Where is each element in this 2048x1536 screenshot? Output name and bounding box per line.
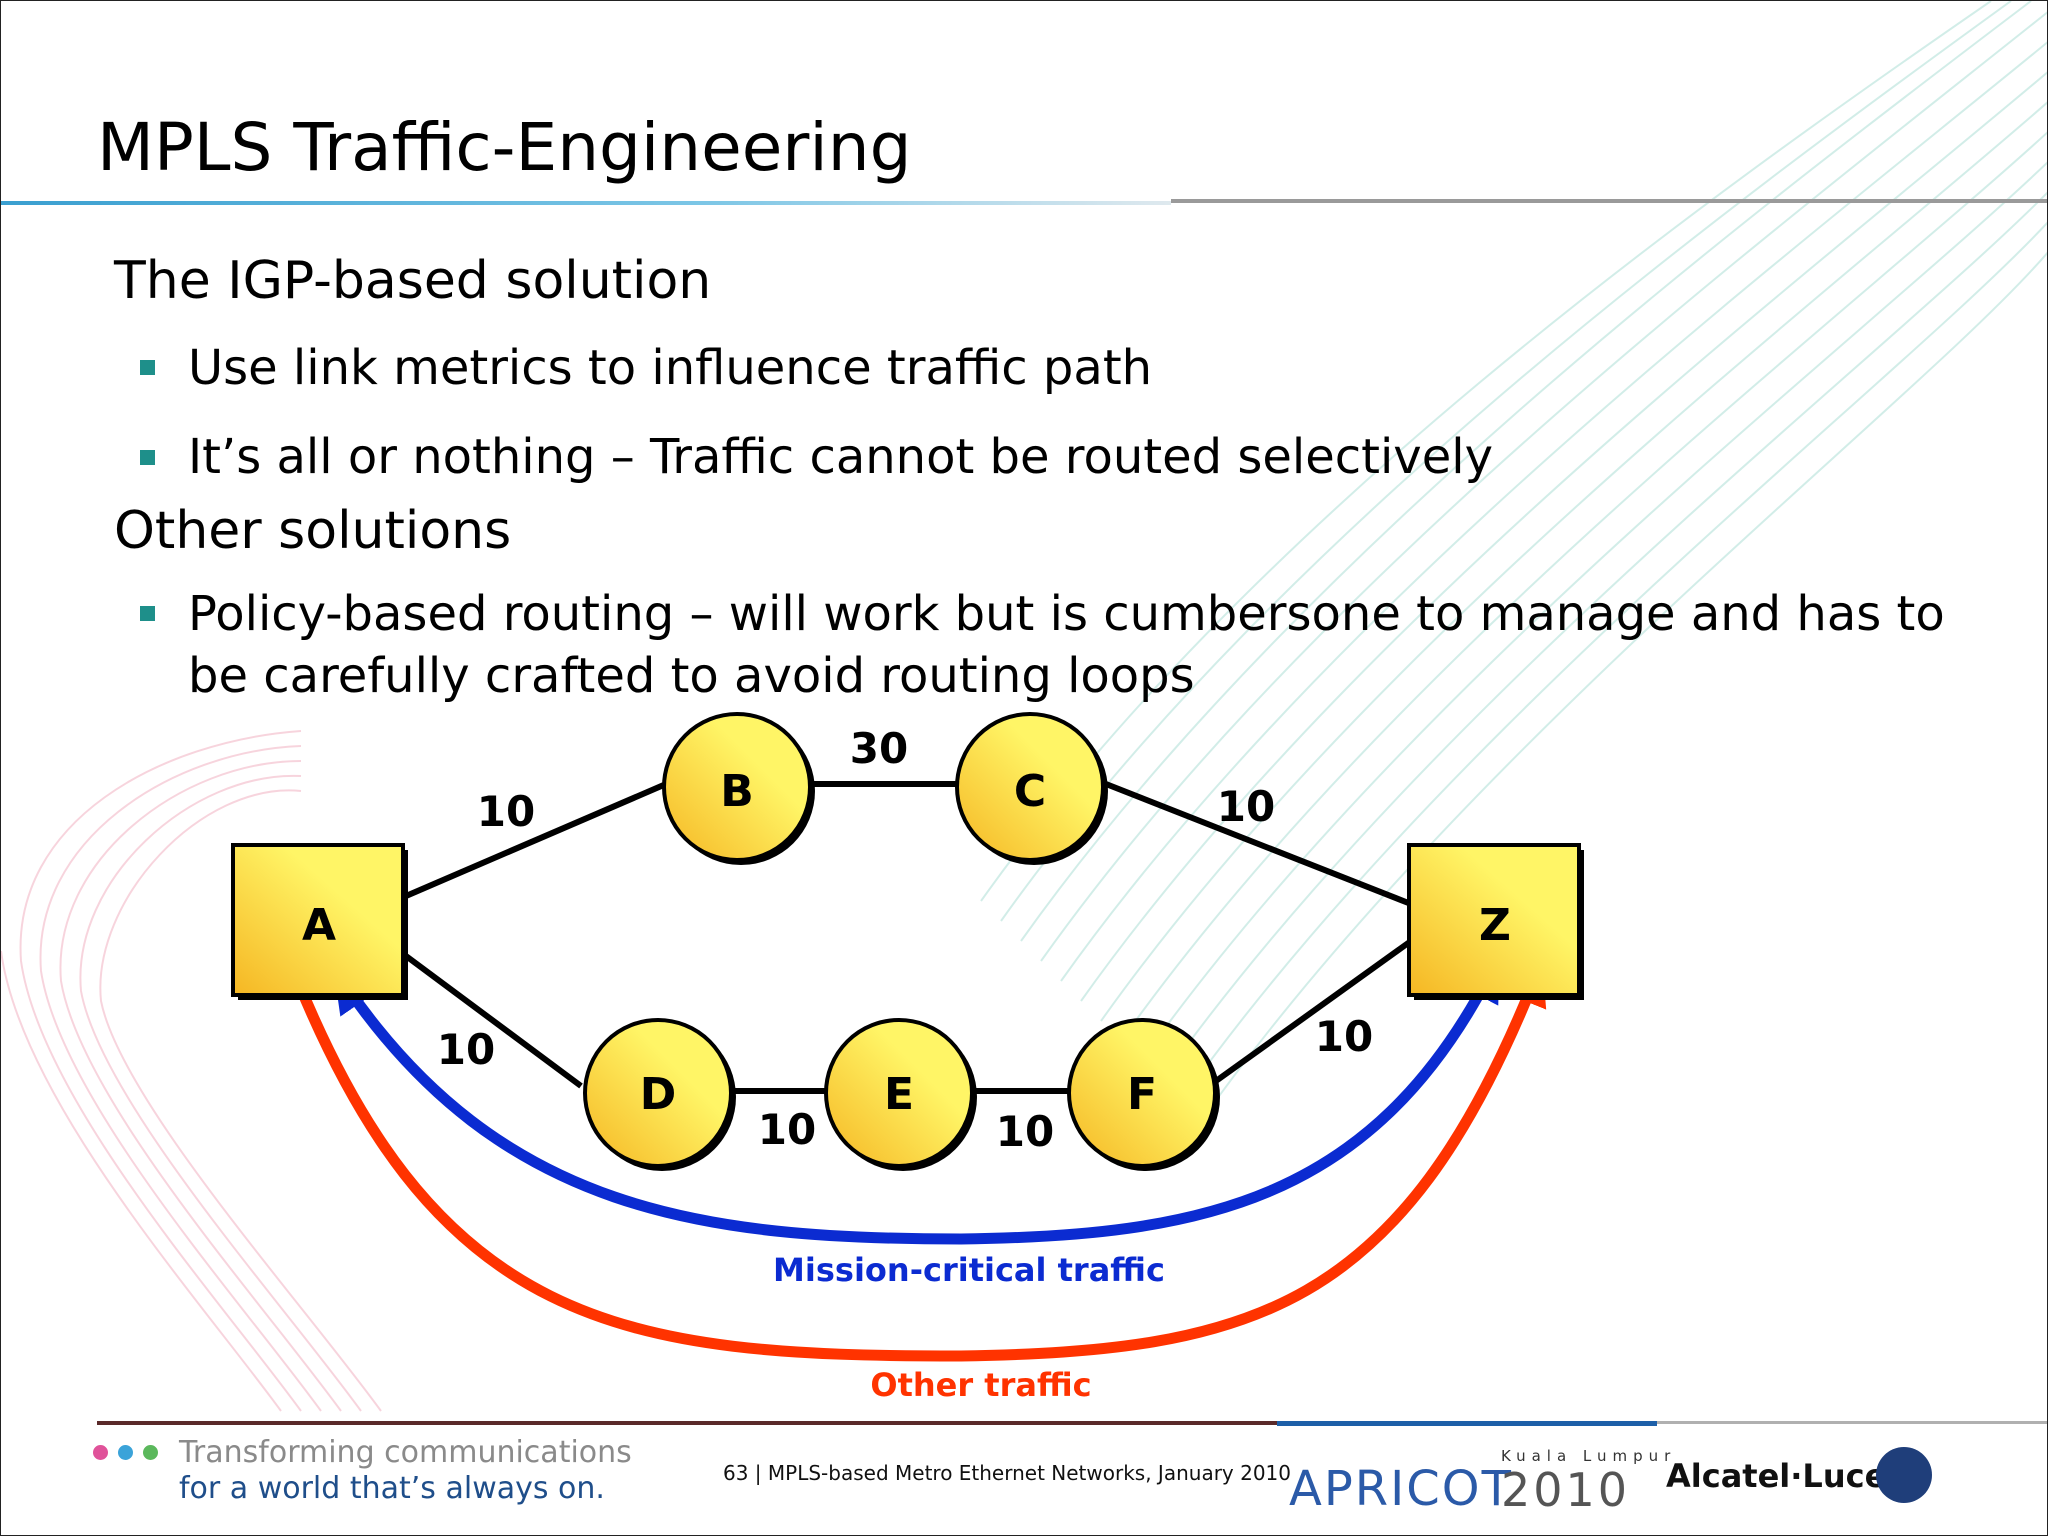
link-c-z bbox=[1104, 781, 1413, 907]
node-b-label: B bbox=[720, 766, 754, 817]
node-f: F bbox=[1067, 1018, 1220, 1171]
node-e: E bbox=[824, 1018, 977, 1171]
other-traffic-arrow bbox=[273, 930, 1547, 1362]
event-logo-name: APRICOT bbox=[1289, 1461, 1513, 1517]
title-rule-accent bbox=[1, 201, 1171, 205]
node-a-label: A bbox=[302, 900, 336, 951]
event-year: 2010 bbox=[1501, 1463, 1631, 1517]
tagline-dots-icon bbox=[93, 1445, 168, 1464]
bullet-policy-routing: Policy-based routing – will work but is … bbox=[188, 586, 1945, 704]
section-heading-other: Other solutions bbox=[114, 501, 512, 561]
mission-critical-arrow bbox=[333, 956, 1500, 1245]
node-d-label: D bbox=[640, 1069, 677, 1120]
node-c: C bbox=[955, 712, 1108, 865]
bullet-square-icon bbox=[140, 360, 155, 375]
footer-rule-accent bbox=[1277, 1421, 1657, 1426]
node-a bbox=[231, 843, 405, 997]
bullet-square-icon bbox=[140, 450, 155, 465]
link-f-z bbox=[1214, 938, 1413, 1084]
metric-d-e: 10 bbox=[758, 1105, 816, 1154]
other-traffic-label: Other traffic bbox=[870, 1366, 1091, 1404]
title-rule-gray bbox=[1171, 199, 2047, 203]
metric-e-f: 10 bbox=[996, 1107, 1054, 1156]
bullet-link-metrics: Use link metrics to influence traffic pa… bbox=[188, 340, 1153, 396]
tagline-line2: for a world that’s always on. bbox=[179, 1471, 605, 1506]
tagline-line1: Transforming communications bbox=[179, 1435, 632, 1470]
node-z bbox=[1407, 843, 1581, 997]
metric-a-b: 10 bbox=[477, 787, 535, 836]
section-heading-igp: The IGP-based solution bbox=[114, 251, 712, 311]
company-logo-icon bbox=[1876, 1447, 1932, 1503]
page-info: 63 | MPLS-based Metro Ethernet Networks,… bbox=[723, 1461, 1292, 1485]
node-f-label: F bbox=[1127, 1069, 1157, 1120]
footer-rule-gray bbox=[1657, 1421, 2047, 1424]
bullet-all-or-nothing: It’s all or nothing – Traffic cannot be … bbox=[188, 429, 1493, 485]
metric-b-c: 30 bbox=[850, 724, 908, 773]
mission-critical-label: Mission-critical traffic bbox=[773, 1251, 1165, 1289]
event-city: Kuala Lumpur bbox=[1501, 1447, 1677, 1465]
slide-title: MPLS Traffic-Engineering bbox=[97, 109, 912, 186]
node-c-label: C bbox=[1014, 766, 1046, 817]
metric-a-d: 10 bbox=[437, 1025, 495, 1074]
bullet-square-icon bbox=[140, 606, 155, 621]
node-e-label: E bbox=[884, 1069, 914, 1120]
metric-f-z: 10 bbox=[1315, 1012, 1373, 1061]
metric-c-z: 10 bbox=[1217, 782, 1275, 831]
node-b: B bbox=[662, 712, 815, 865]
footer-rule bbox=[97, 1421, 1277, 1425]
link-a-b bbox=[404, 781, 668, 899]
node-z-label: Z bbox=[1479, 900, 1511, 951]
node-d: D bbox=[583, 1018, 736, 1171]
